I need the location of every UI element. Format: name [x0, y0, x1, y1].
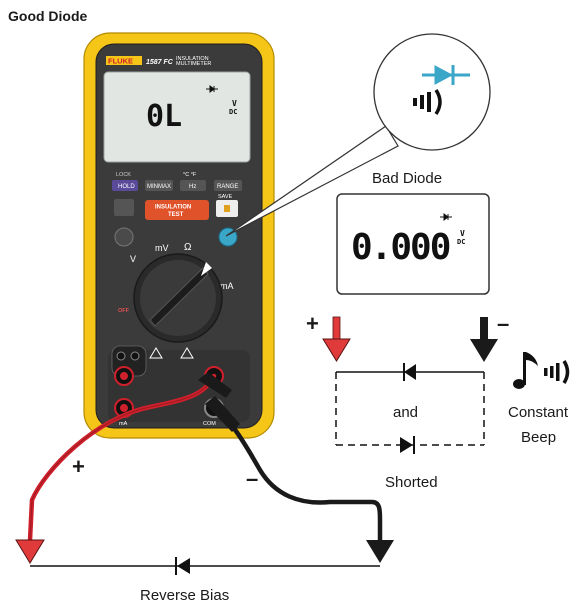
- red-probe-handle: [198, 372, 232, 398]
- red-lead-outline: [29, 375, 215, 541]
- beep-label: Beep: [521, 429, 556, 446]
- bad-diode-reading: 0.000: [351, 227, 450, 268]
- reverse-bias-diode-arrow: [177, 558, 190, 574]
- hold-button[interactable]: [112, 180, 138, 191]
- callout-circle: [373, 33, 491, 151]
- black-probe-arrow-shaft: [480, 317, 488, 339]
- red-probe-arrow-head: [322, 338, 351, 362]
- probe-leads: + –: [15, 372, 394, 564]
- range-button-label: RANGE: [217, 184, 238, 190]
- constant-beep: Constant Beep: [508, 352, 570, 446]
- constant-beep-sound-icon: [544, 360, 570, 384]
- dial-ohm-label: Ω: [184, 242, 192, 253]
- model-desc-2: MULTIMETER: [176, 61, 211, 67]
- meter-lcd: [103, 71, 251, 163]
- dial-mv-label: mV: [155, 243, 169, 253]
- insulation-test-label-2: TEST: [168, 212, 184, 218]
- minmax-button[interactable]: [145, 180, 173, 191]
- bad-diode-display: 0.000 V DC: [336, 193, 490, 295]
- red-probe-arrow-shaft: [332, 316, 341, 340]
- beep-callout: [225, 33, 491, 237]
- cf-label: °C °F: [183, 172, 197, 178]
- ma-jack-label: mA: [119, 421, 128, 427]
- diagram-title: Good Diode: [8, 8, 88, 24]
- black-probe-arrow-head: [470, 339, 498, 362]
- warning-icon-left: [149, 347, 163, 359]
- music-note-icon: [513, 352, 538, 389]
- dial-ma-label: mA: [220, 281, 234, 291]
- dial-v-label: V: [130, 254, 136, 264]
- insulation-test-label-1: INSULATION: [155, 205, 191, 211]
- plus-left-label: +: [72, 454, 85, 479]
- bad-diode-unit-v: V: [460, 229, 465, 238]
- black-lead-wire: [211, 405, 383, 543]
- multimeter: FLUKE 1587 FC INSULATION MULTIMETER 0L V…: [83, 32, 275, 439]
- brand-badge: [106, 56, 142, 65]
- black-probe-handle: [205, 396, 240, 432]
- minus-right-label: –: [497, 311, 509, 336]
- reverse-bias-circuit: Reverse Bias: [30, 557, 380, 604]
- meter-lcd-unit-v: V: [232, 99, 237, 108]
- plus-right-label: +: [306, 311, 319, 336]
- bad-diode-lcd-diode-icon: [440, 213, 452, 221]
- and-label: and: [393, 404, 418, 421]
- shorted-bottom-diode-arrow: [400, 437, 413, 453]
- insulation-jack-core: [120, 372, 128, 380]
- red-lead-arrow-head: [15, 539, 45, 564]
- lcd-diode-icon: [206, 85, 218, 93]
- bad-diode-lcd: [336, 193, 490, 295]
- model-desc-1: INSULATION: [176, 56, 209, 62]
- shorted-label: Shorted: [385, 474, 438, 491]
- shorted-top-diode-arrow: [404, 364, 416, 380]
- hz-button-label: Hz: [189, 184, 196, 190]
- com-jack-label: COM: [203, 421, 216, 427]
- rotary-dial-pointer: [201, 262, 212, 276]
- range-button[interactable]: [214, 180, 242, 191]
- shorted-circuit: + – and Shorted: [306, 311, 509, 491]
- constant-label: Constant: [508, 404, 569, 421]
- ma-jack-core: [120, 404, 128, 412]
- callout-pointer: [225, 125, 399, 237]
- model-label: 1587 FC: [146, 59, 174, 66]
- meter-lcd-unit-dc: DC: [229, 108, 237, 116]
- red-lead-wire: [27, 373, 217, 543]
- bad-diode-unit-dc: DC: [457, 238, 465, 246]
- lightbulb-button[interactable]: [114, 227, 134, 247]
- reverse-bias-label: Reverse Bias: [140, 587, 229, 604]
- bad-diode-title: Bad Diode: [372, 170, 442, 187]
- insulation-test-button[interactable]: [145, 200, 209, 220]
- black-lead-arrow-head: [366, 540, 394, 563]
- lock-label: LOCK: [116, 172, 131, 178]
- blue-diode-icon: [422, 65, 470, 85]
- save-label: SAVE: [218, 194, 233, 200]
- save-icon: [224, 205, 230, 212]
- dial-off-label: OFF: [118, 308, 130, 314]
- warning-icon-right: [180, 347, 194, 359]
- meter-lcd-reading: 0L: [146, 99, 182, 134]
- hz-button[interactable]: [180, 180, 206, 191]
- backlight-button[interactable]: [114, 199, 134, 216]
- hold-button-label: HOLD: [118, 184, 135, 190]
- aux-jack-a: [116, 351, 126, 361]
- aux-jack-b: [130, 351, 140, 361]
- beep-sound-icon: [413, 89, 442, 115]
- minmax-button-label: MINMAX: [147, 184, 171, 190]
- minus-probe-label: –: [246, 466, 258, 491]
- brand-label: FLUKE: [108, 57, 133, 66]
- rotary-dial-knob: [149, 267, 209, 327]
